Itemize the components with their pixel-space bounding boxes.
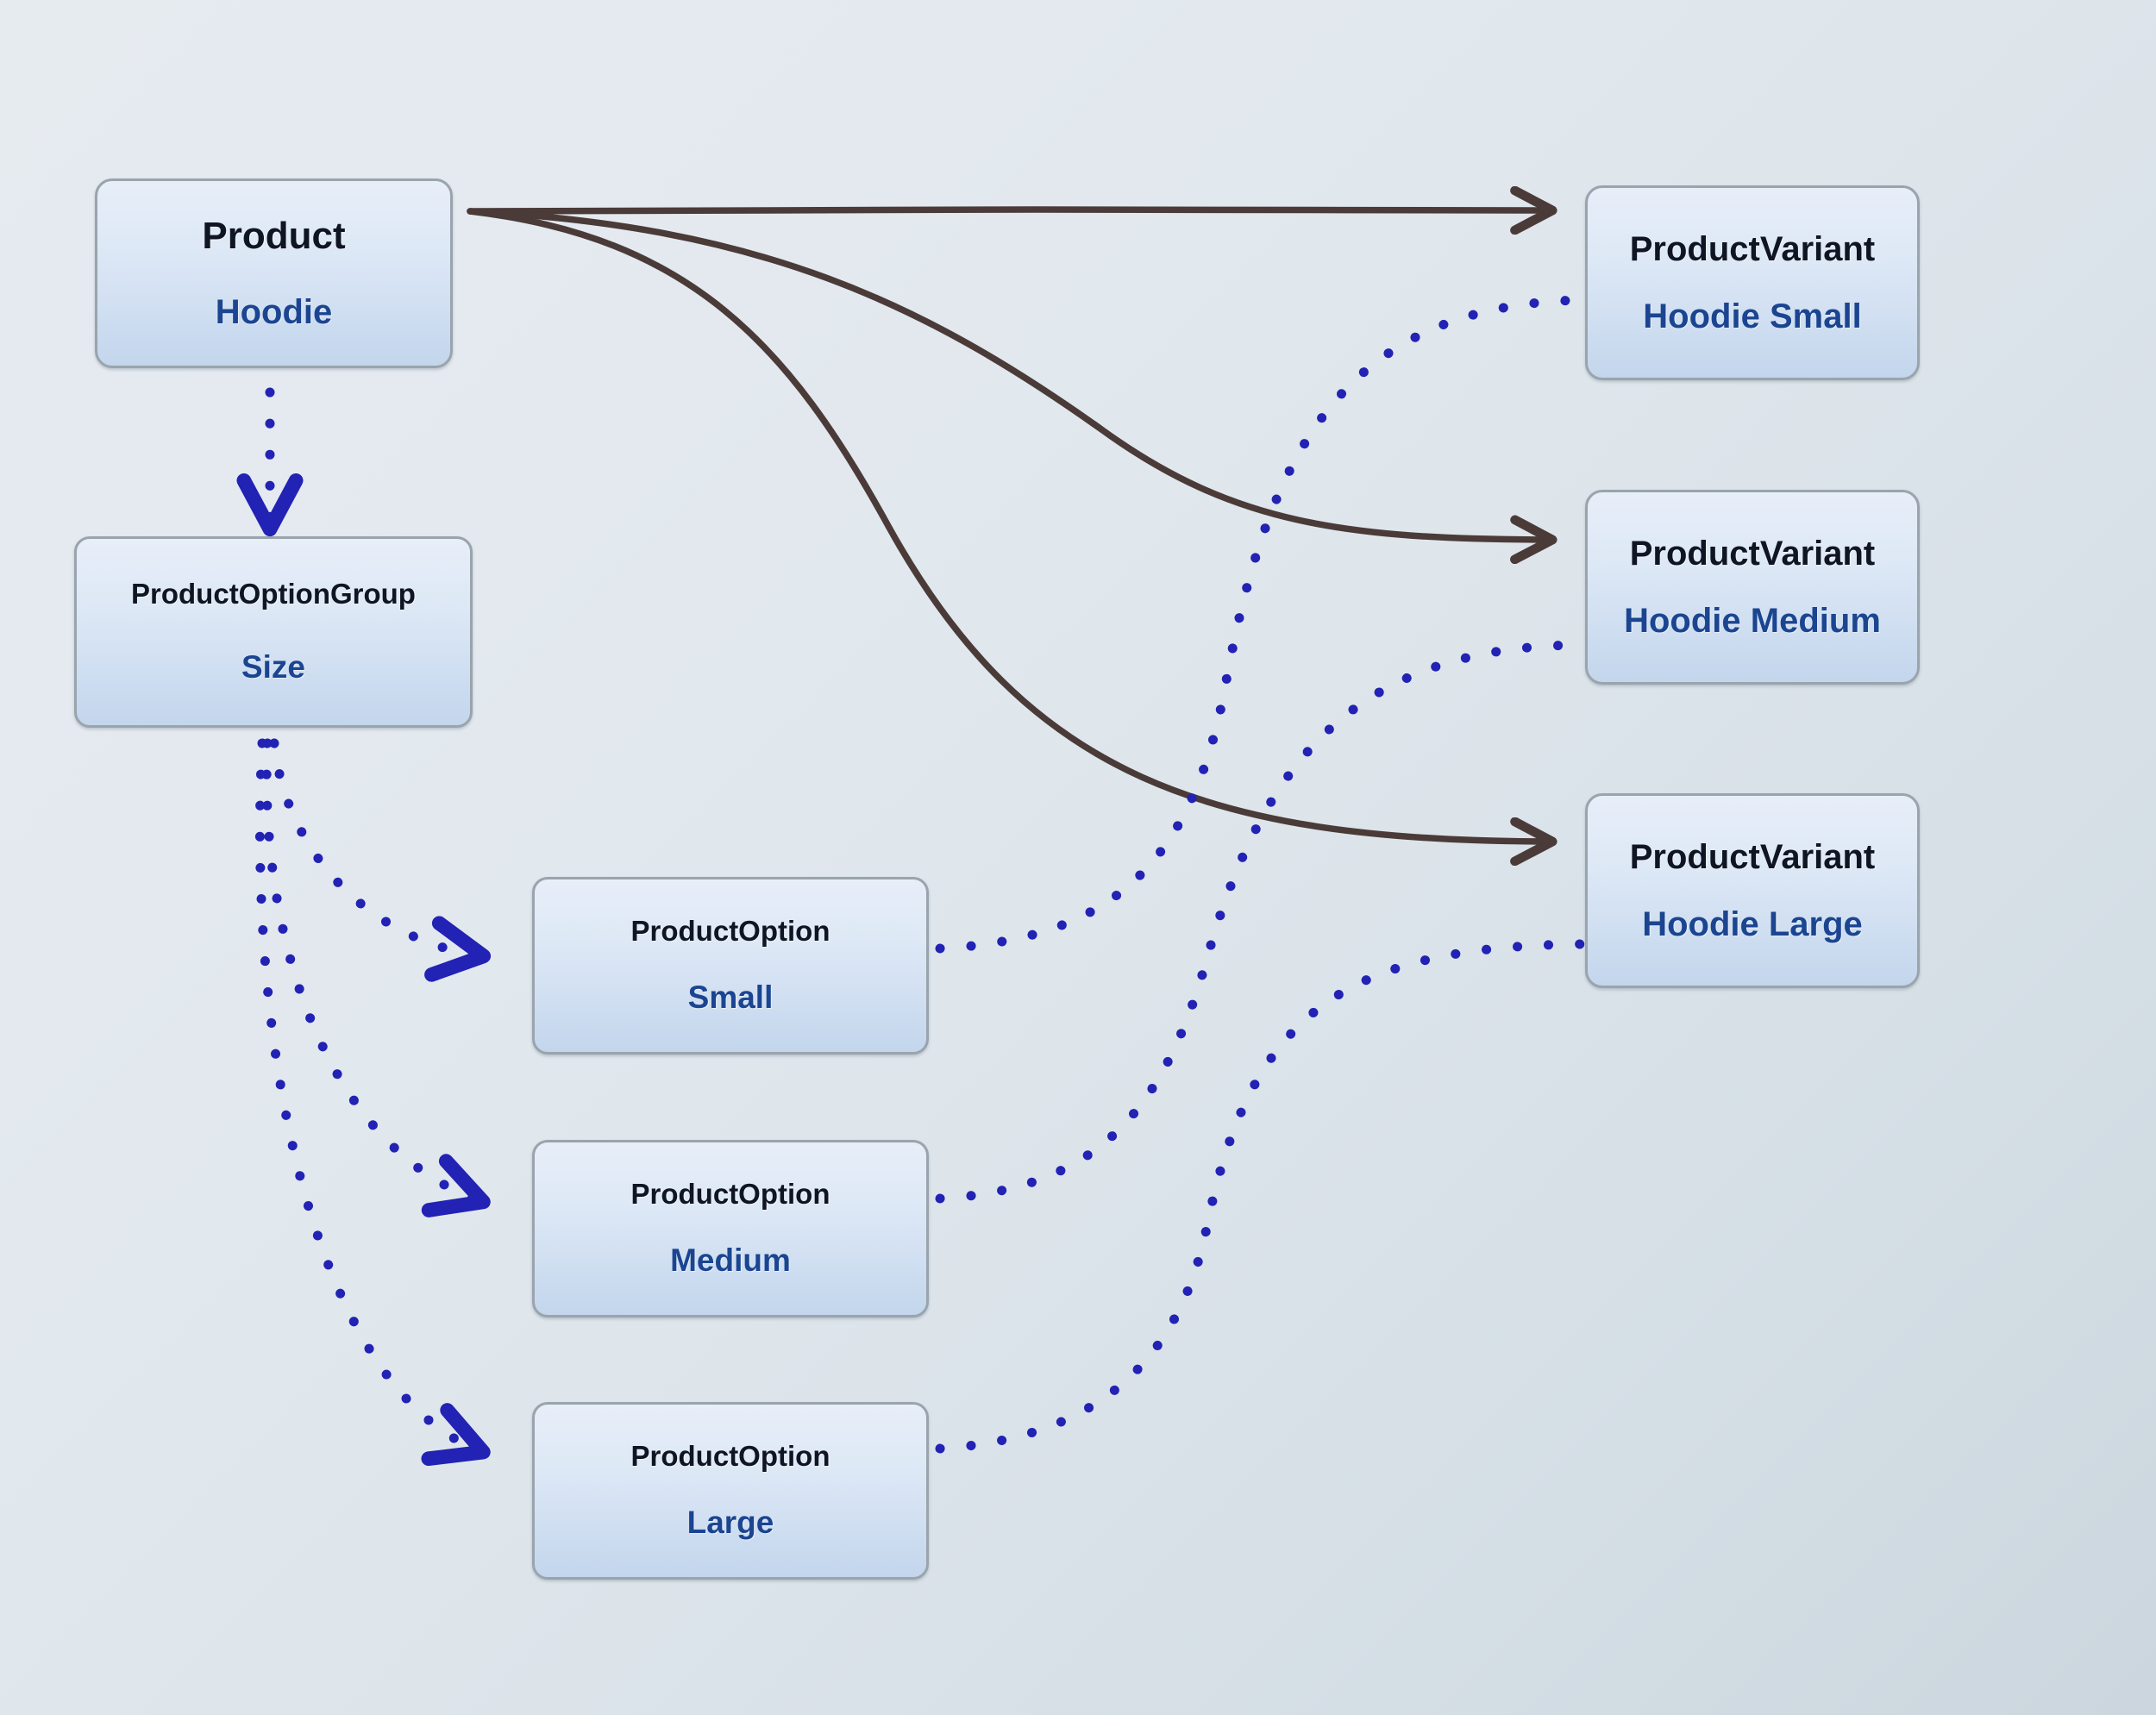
edge-optiongroup-to-option-small bbox=[269, 738, 492, 982]
edge-optiongroup-to-option-large bbox=[254, 738, 491, 1466]
edge-option-medium-to-variant-medium bbox=[935, 640, 1585, 1204]
node-product-option-group[interactable]: ProductOptionGroup Size bbox=[74, 536, 473, 728]
node-product-option-medium-type: ProductOption bbox=[630, 1178, 830, 1211]
node-product[interactable]: Product Hoodie bbox=[95, 178, 453, 368]
edge-product-to-variant-medium bbox=[467, 208, 1548, 540]
node-product-option-small[interactable]: ProductOption Small bbox=[532, 877, 929, 1055]
node-product-variant-medium-value: Hoodie Medium bbox=[1624, 602, 1881, 640]
node-product-option-small-value: Small bbox=[687, 979, 774, 1015]
node-product-variant-large-value: Hoodie Large bbox=[1642, 905, 1863, 943]
node-product-option-group-value: Size bbox=[241, 648, 306, 685]
edge-option-small-to-variant-small bbox=[935, 295, 1585, 954]
node-product-value: Hoodie bbox=[215, 293, 333, 332]
node-product-variant-small-value: Hoodie Small bbox=[1643, 297, 1862, 335]
node-product-variant-small[interactable]: ProductVariant Hoodie Small bbox=[1585, 185, 1920, 380]
node-product-variant-large-type: ProductVariant bbox=[1629, 838, 1876, 876]
edge-product-to-variant-large bbox=[467, 208, 1548, 842]
edge-optiongroup-to-option-medium bbox=[261, 738, 491, 1217]
node-product-option-medium-value: Medium bbox=[670, 1242, 791, 1278]
node-product-option-large[interactable]: ProductOption Large bbox=[532, 1402, 929, 1580]
node-product-variant-medium-type: ProductVariant bbox=[1629, 535, 1876, 573]
node-product-option-large-type: ProductOption bbox=[630, 1440, 830, 1473]
edge-product-to-variant-small bbox=[467, 210, 1548, 211]
node-product-variant-large[interactable]: ProductVariant Hoodie Large bbox=[1585, 793, 1920, 988]
node-product-option-large-value: Large bbox=[686, 1504, 774, 1540]
node-product-type: Product bbox=[202, 214, 346, 257]
node-product-option-group-type: ProductOptionGroup bbox=[131, 578, 416, 610]
node-product-option-small-type: ProductOption bbox=[630, 915, 830, 948]
node-product-variant-medium[interactable]: ProductVariant Hoodie Medium bbox=[1585, 490, 1920, 685]
node-product-variant-small-type: ProductVariant bbox=[1629, 230, 1876, 268]
edge-option-large-to-variant-large bbox=[935, 939, 1585, 1454]
node-product-option-medium[interactable]: ProductOption Medium bbox=[532, 1140, 929, 1318]
